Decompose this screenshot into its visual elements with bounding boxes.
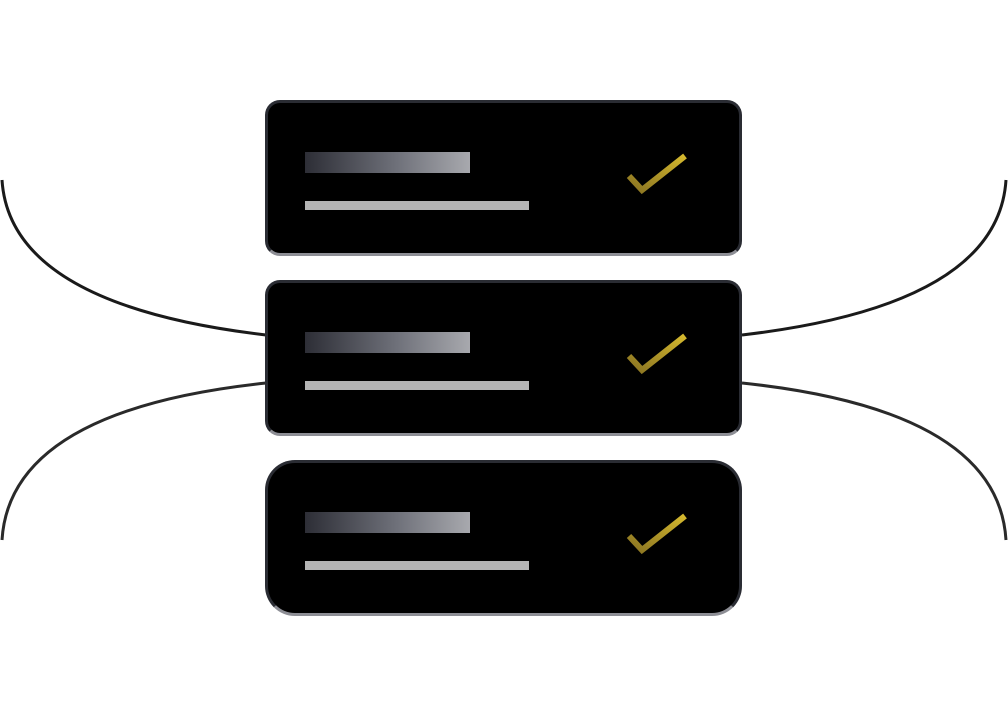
server-card-1 <box>265 100 742 256</box>
server-card-3 <box>265 460 742 616</box>
subtitle-placeholder-line <box>305 561 529 570</box>
subtitle-placeholder-line <box>305 201 529 210</box>
connector-bottom-left <box>0 381 267 541</box>
title-placeholder-bar <box>305 512 470 533</box>
connector-bottom-right <box>741 381 1008 541</box>
title-placeholder-bar <box>305 332 470 353</box>
connector-top-right <box>741 179 1008 337</box>
checkmark-icon <box>626 513 687 555</box>
connector-top-left <box>0 179 267 337</box>
checkmark-icon <box>626 333 687 375</box>
title-placeholder-bar <box>305 152 470 173</box>
subtitle-placeholder-line <box>305 381 529 390</box>
checkmark-icon <box>626 153 687 195</box>
server-card-2 <box>265 280 742 436</box>
